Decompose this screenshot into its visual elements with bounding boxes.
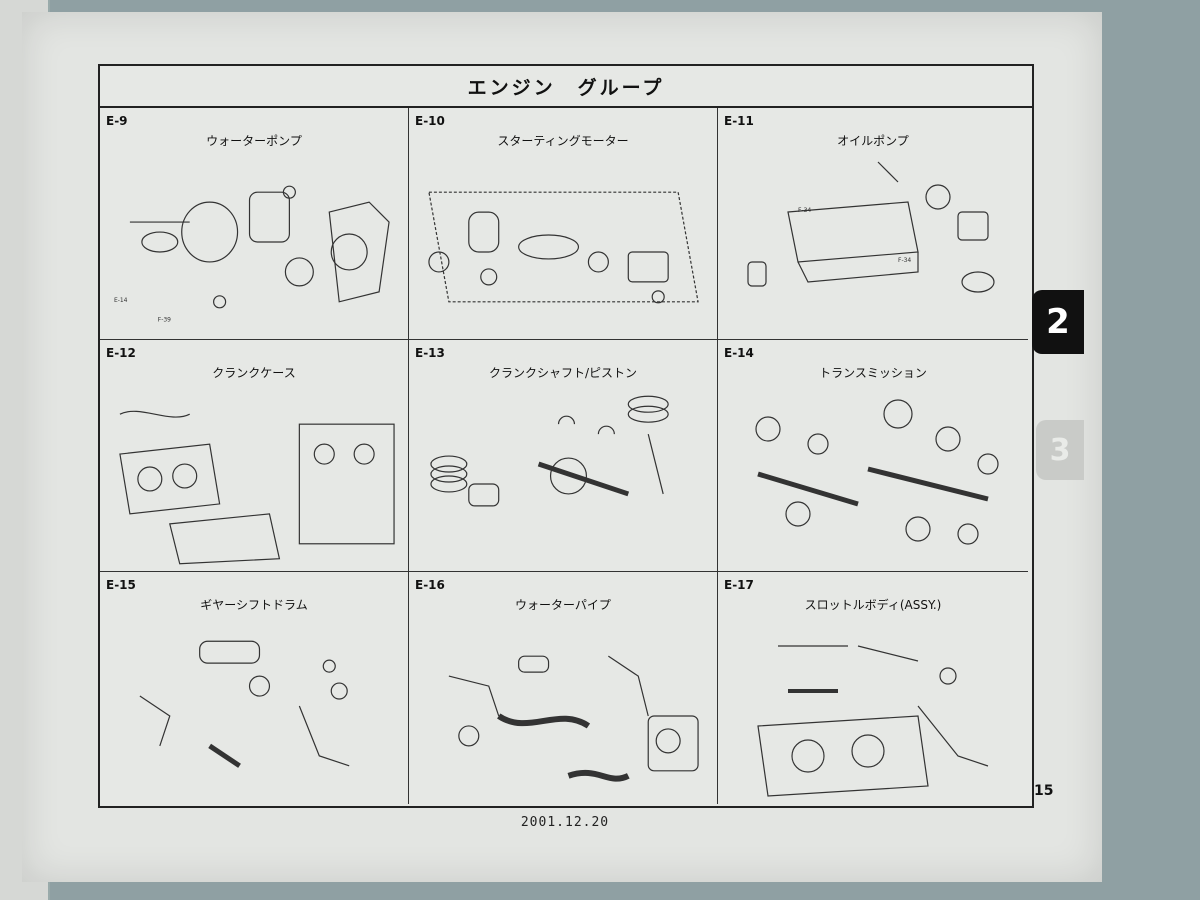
section-tab-active[interactable]: 2: [1032, 290, 1084, 354]
diagram-title: クランクシャフト/ピストン: [488, 366, 638, 380]
exploded-view-drawing: F-34F-34: [747, 161, 995, 293]
diagram-title: オイルポンプ: [837, 134, 909, 148]
diagram-code: E-12: [106, 346, 136, 360]
diagram-cell[interactable]: E-16 ウォーターパイプ: [409, 572, 718, 804]
diagram-title: スターティングモーター: [497, 134, 629, 148]
diagram-cell[interactable]: E-13 クランクシャフト/ピストン: [409, 340, 718, 572]
exploded-view-drawing: [430, 395, 669, 507]
diagram-cell[interactable]: E-14 トランスミッション: [718, 340, 1028, 572]
section-tab-next[interactable]: 3: [1036, 420, 1084, 480]
diagram-code: E-15: [106, 578, 136, 592]
svg-text:E-14: E-14: [114, 297, 128, 304]
print-date: 2001.12.20: [520, 815, 610, 830]
diagram-code: E-13: [415, 346, 445, 360]
diagram-code: E-11: [724, 114, 754, 128]
diagram-code: E-10: [415, 114, 445, 128]
diagram-title: ウォーターポンプ: [206, 134, 302, 148]
diagram-cell[interactable]: E-17 スロットルボディ(ASSY.): [718, 572, 1028, 804]
diagram-code: E-9: [106, 114, 128, 128]
svg-text:F-34: F-34: [798, 207, 811, 214]
diagram-code: E-16: [415, 578, 445, 592]
diagram-title: トランスミッション: [819, 366, 927, 380]
exploded-view-drawing: [139, 640, 350, 768]
diagram-title: ギヤーシフトドラム: [200, 598, 308, 612]
exploded-view-drawing: [119, 410, 395, 565]
diagram-code: E-17: [724, 578, 754, 592]
exploded-view-drawing: E-14F-39: [114, 185, 390, 324]
diagram-title: ウォーターパイプ: [515, 598, 611, 612]
exploded-view-drawing: [428, 191, 699, 304]
page-number: 15: [1034, 783, 1054, 799]
diagram-cell[interactable]: E-12 クランクケース: [100, 340, 409, 572]
diagram-title: スロットルボディ(ASSY.): [804, 598, 942, 612]
exploded-view-drawing: [757, 645, 989, 797]
page-title: エンジン グループ: [100, 66, 1032, 108]
diagram-cell[interactable]: E-15 ギヤーシフトドラム: [100, 572, 409, 804]
exploded-view-drawing: [448, 655, 699, 782]
svg-text:F-34: F-34: [898, 257, 911, 264]
exploded-view-drawing: [755, 399, 999, 545]
diagram-cell[interactable]: E-10 スターティングモーター: [409, 108, 718, 340]
svg-text:F-39: F-39: [158, 317, 171, 324]
diagram-code: E-14: [724, 346, 754, 360]
diagram-title: クランクケース: [212, 366, 296, 380]
